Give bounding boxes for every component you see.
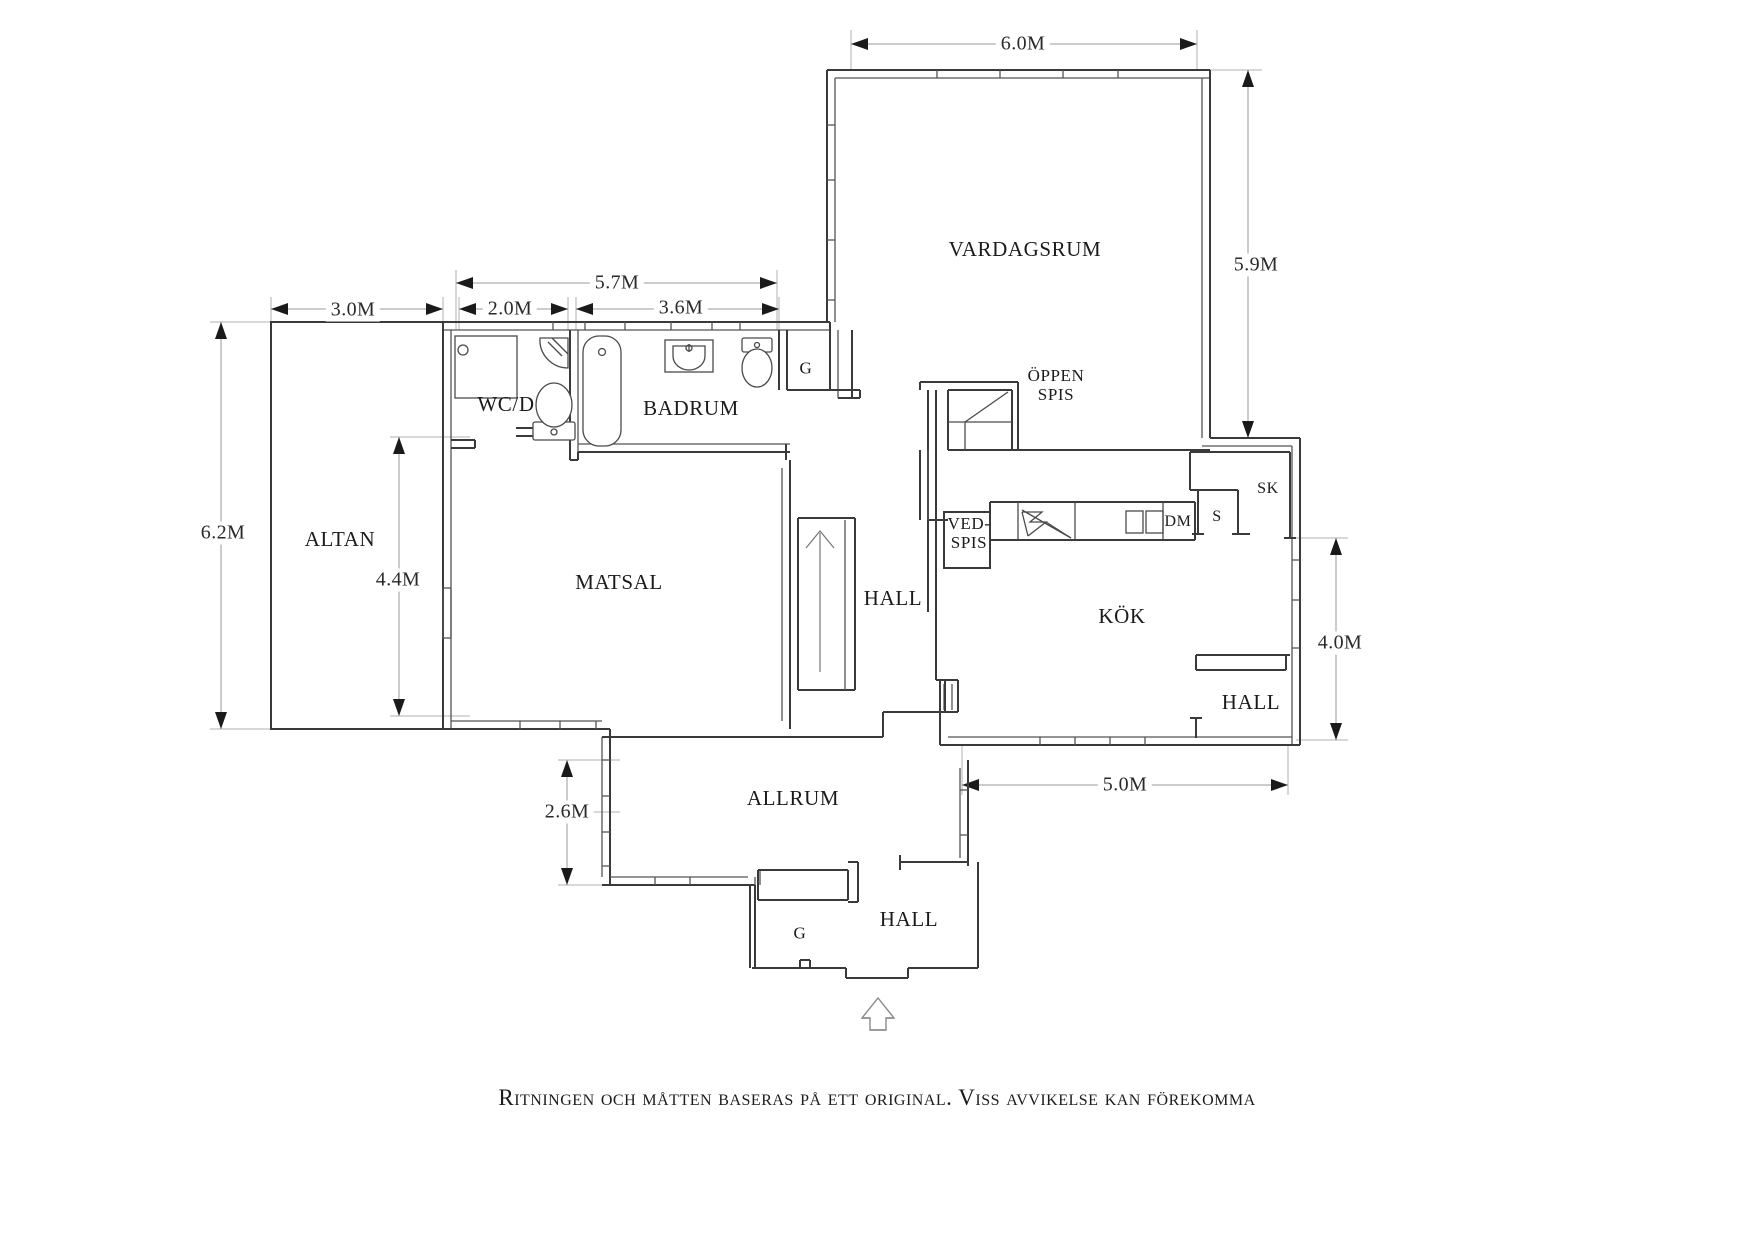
dimension-label-dim-6-2m: 6.2M <box>195 521 251 545</box>
fixture-label-diskmaskin: DM <box>1164 513 1192 531</box>
entry-arrow-icon <box>860 996 896 1031</box>
fixture-label-garderob-badrum: G <box>799 358 813 378</box>
dimension-label-dim-4-4m: 4.4M <box>370 568 426 592</box>
hall-right-walls <box>1190 654 1290 738</box>
room-label-hall-mid: HALL <box>863 586 923 611</box>
dimension-label-dim-2-6m: 2.6M <box>539 800 595 824</box>
room-label-vardagsrum: VARDAGSRUM <box>948 237 1102 262</box>
dimension-lines <box>210 30 1348 886</box>
dimension-label-dim-2-0m: 2.0M <box>482 297 538 321</box>
room-label-kok: KÖK <box>1098 604 1146 629</box>
vardagsrum-walls <box>826 69 1300 447</box>
fixture-label-garderob-hall: G <box>793 923 807 943</box>
matsal-walls <box>442 390 929 730</box>
wcd-fixtures <box>454 335 576 441</box>
plan-caption: Ritningen och måtten baseras på ett orig… <box>498 1085 1256 1110</box>
room-label-hall-right: HALL <box>1221 690 1281 715</box>
room-label-wc-d: WC/D <box>477 392 535 417</box>
room-label-hall-bottom: HALL <box>879 907 939 932</box>
room-label-allrum: ALLRUM <box>746 786 840 811</box>
dimension-label-dim-5-0m: 5.0M <box>1097 773 1153 797</box>
dimension-label-dim-3-6m: 3.6M <box>653 296 709 320</box>
dimension-label-dim-5-7m: 5.7M <box>589 271 645 295</box>
allrum-walls <box>601 680 969 886</box>
badrum-fixtures <box>582 335 773 447</box>
fixture-label-spis: S <box>1212 508 1222 526</box>
room-label-altan: ALTAN <box>304 527 376 552</box>
dimension-label-dim-4-0m: 4.0M <box>1312 631 1368 655</box>
dimension-label-dim-5-9m: 5.9M <box>1228 253 1284 277</box>
dimension-label-dim-3-0m: 3.0M <box>325 298 381 322</box>
room-label-matsal: MATSAL <box>575 570 663 595</box>
hall-bottom-walls <box>749 861 979 979</box>
altan-outline <box>270 321 444 730</box>
room-label-ved-spis: VED-SPIS <box>947 513 991 552</box>
dimension-label-dim-6-0m: 6.0M <box>995 32 1051 56</box>
fixture-label-skafferi: SK <box>1257 480 1279 498</box>
room-label-badrum: BADRUM <box>643 396 739 421</box>
